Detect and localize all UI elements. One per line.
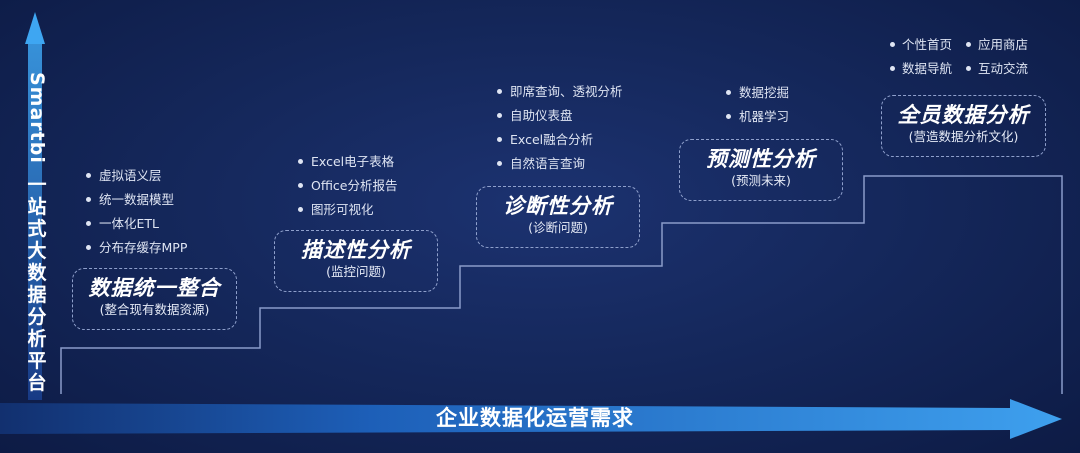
bullet-icon	[497, 137, 502, 142]
bullet-icon	[966, 66, 972, 71]
vertical-title: Smartbi 一站式大数据分析平台	[24, 66, 50, 394]
feature-row: 个性首页应用商店	[890, 33, 1042, 57]
feature-item: 图形可视化	[298, 198, 398, 222]
stage-4-box: 预测性分析 (预测未来)	[679, 139, 843, 201]
stage-name: 预测性分析	[706, 147, 816, 171]
vertical-title-latin: Smartbi	[26, 72, 48, 164]
stage-subtitle: (监控问题)	[326, 264, 386, 279]
stage-subtitle: (营造数据分析文化)	[908, 129, 1019, 144]
feature-item: 数据挖掘	[726, 81, 789, 105]
vertical-axis-arrow	[25, 12, 45, 400]
bullet-icon	[298, 159, 303, 164]
bullet-icon	[497, 113, 502, 118]
bullet-icon	[86, 173, 91, 178]
feature-item: 即席查询、透视分析	[497, 80, 623, 104]
feature-item: 自助仪表盘	[497, 104, 623, 128]
stage-5-features: 个性首页应用商店 数据导航互动交流	[890, 33, 1042, 81]
feature-item: 分布存缓存MPP	[86, 236, 187, 260]
stage-2-features: Excel电子表格 Office分析报告 图形可视化	[298, 150, 398, 222]
vertical-title-cjk: 一站式大数据分析平台	[27, 174, 47, 394]
bullet-icon	[890, 42, 895, 47]
bullet-icon	[966, 42, 972, 47]
feature-item: 个性首页	[890, 37, 952, 52]
feature-item: 统一数据模型	[86, 188, 187, 212]
bottom-axis-title: 企业数据化运营需求	[436, 406, 634, 430]
bullet-icon	[726, 90, 731, 95]
stage-name: 描述性分析	[301, 238, 411, 262]
stage-subtitle: (预测未来)	[731, 173, 791, 188]
stage-1-features: 虚拟语义层 统一数据模型 一体化ETL 分布存缓存MPP	[86, 164, 187, 260]
stage-name: 数据统一整合	[88, 276, 221, 300]
stage-5-box: 全员数据分析 (营造数据分析文化)	[881, 95, 1046, 157]
bullet-icon	[497, 89, 502, 94]
staircase-line	[60, 175, 1063, 394]
stage-3-features: 即席查询、透视分析 自助仪表盘 Excel融合分析 自然语言查询	[497, 80, 623, 176]
feature-item: 机器学习	[726, 105, 789, 129]
bullet-icon	[890, 66, 895, 71]
stage-2-box: 描述性分析 (监控问题)	[274, 230, 438, 292]
bullet-icon	[497, 161, 502, 166]
feature-item: Excel融合分析	[497, 128, 623, 152]
stage-1-box: 数据统一整合 (整合现有数据资源)	[72, 268, 237, 330]
stage-name: 全员数据分析	[897, 103, 1030, 127]
stage-subtitle: (整合现有数据资源)	[99, 302, 210, 317]
bullet-icon	[86, 245, 91, 250]
stage-3-box: 诊断性分析 (诊断问题)	[476, 186, 640, 248]
feature-item: Excel电子表格	[298, 150, 398, 174]
feature-item: 虚拟语义层	[86, 164, 187, 188]
feature-item: 数据导航	[890, 61, 952, 76]
feature-row: 数据导航互动交流	[890, 57, 1042, 81]
bullet-icon	[86, 221, 91, 226]
feature-item: 自然语言查询	[497, 152, 623, 176]
stage-subtitle: (诊断问题)	[528, 220, 588, 235]
feature-item: Office分析报告	[298, 174, 398, 198]
bullet-icon	[86, 197, 91, 202]
bullet-icon	[298, 207, 303, 212]
feature-item: 一体化ETL	[86, 212, 187, 236]
horizontal-axis-arrow	[0, 399, 1062, 439]
bullet-icon	[726, 114, 731, 119]
stage-name: 诊断性分析	[503, 194, 613, 218]
feature-item: 应用商店	[966, 37, 1028, 52]
stage-4-features: 数据挖掘 机器学习	[726, 81, 789, 129]
bullet-icon	[298, 183, 303, 188]
feature-item: 互动交流	[966, 61, 1028, 76]
